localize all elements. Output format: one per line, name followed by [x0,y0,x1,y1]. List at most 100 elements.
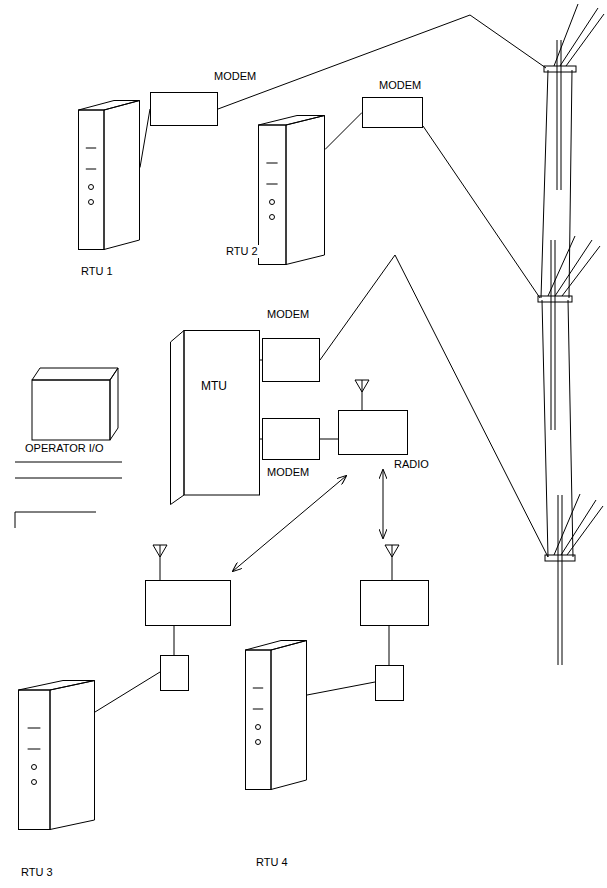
box-outline [263,339,320,382]
modem-box-outline [150,92,218,126]
panel-mark [28,728,41,729]
operator-terminal: OPERATOR I/O [14,366,126,531]
rtu-unit: RTU 2 [258,115,325,265]
radio-box: RADIO [338,410,408,455]
rtu-unit-outline [78,100,140,250]
modem-box-outline [262,338,320,382]
unit-label: MTU [200,380,228,393]
connector-line [325,113,362,150]
phone-line [569,70,572,298]
rtu-unit: RTU 3 [18,680,95,830]
panel-knob [89,185,94,190]
device-label: MODEM [266,466,310,479]
rtu-unit: RTU 1 [78,100,140,250]
wire [174,626,175,655]
modem-box: MODEM [262,338,320,382]
box-outline [363,98,423,128]
radio-box-outline [338,410,408,455]
modem-box-outline [362,97,423,128]
monitor-side [110,368,118,440]
panel-knob [256,725,261,730]
rtu-unit-outline [245,640,307,790]
connector-line [260,360,262,361]
panel-mark [28,749,41,750]
phone-line [320,255,548,557]
rtu-unit-outline [258,115,325,265]
mtu-unit-outline [170,330,260,505]
top-face [246,641,307,651]
pole-post [561,40,562,190]
device-label: RTU 2 [225,245,259,258]
device-label: MODEM [213,70,257,83]
panel-knob [270,215,275,220]
pole-wire [548,236,575,296]
pole-post [558,495,559,665]
rtu-unit-outline [18,680,95,830]
panel-knob [32,780,37,785]
front-face [79,110,105,250]
wire [95,672,160,712]
phone-line [542,300,548,557]
front-face [246,650,272,790]
desk-line [15,512,16,528]
phone-line [541,70,548,298]
panel-mark [253,709,263,710]
modem-box-outline [262,418,320,460]
side-face [104,101,140,250]
mtu-unit: MTU [170,330,260,505]
modem-box [161,656,189,691]
top-face [259,116,325,126]
device-label: MODEM [378,79,422,92]
panel-knob [270,200,275,205]
top-face [19,681,95,691]
antenna-mast [160,545,161,580]
monitor-front [32,380,110,440]
panel-knob [256,740,261,745]
antenna-mast [362,380,363,410]
box-outline [263,419,320,460]
unit-label: OPERATOR I/O [24,442,104,455]
radio-link-arrow [233,476,346,571]
pole-post [551,240,552,430]
pole-crossbar [545,555,575,561]
pole-wire [562,246,600,296]
monitor-top [32,368,118,380]
phone-line [218,15,546,109]
front-face [19,690,51,830]
modem-box: MODEM [262,418,320,460]
wire [389,626,390,665]
device-label: RADIO [393,458,430,471]
device-label: MODEM [266,308,310,321]
telephone-pole [545,494,603,665]
side-face [171,331,185,505]
phone-line [568,300,573,557]
front-face [184,331,260,496]
modem-box [376,666,404,701]
keyboard-line [15,462,122,463]
panel-knob [89,200,94,205]
pole-post [555,240,556,430]
box-outline [151,93,218,126]
side-face [271,641,307,790]
panel-mark [266,163,277,164]
antenna-mast [392,545,393,580]
pole-wire [554,494,580,555]
panel-mark [253,688,263,689]
phone-line [423,126,540,298]
rtu-unit: RTU 4 [245,640,307,790]
device-label: RTU 3 [20,866,54,879]
keyboard-line [15,478,122,479]
radio-box [146,581,231,626]
desk-line [15,512,96,513]
side-face [50,681,95,830]
device-label: RTU 4 [255,856,289,869]
connector-line [140,109,150,168]
pole-wire [566,14,604,66]
panel-mark [266,184,277,185]
radio-link-arrow [383,470,384,538]
telephone-pole [544,4,604,190]
box-outline [339,411,408,455]
wire [307,682,375,695]
modem-box: MODEM [150,92,218,126]
